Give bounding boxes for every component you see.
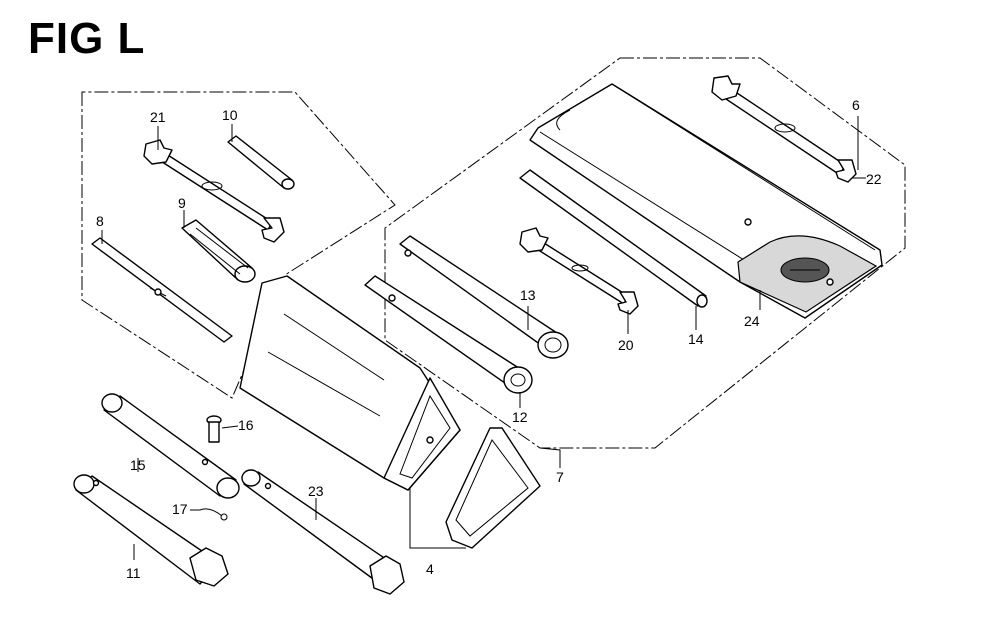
- callout-22: 22: [866, 171, 882, 187]
- callout-13: 13: [520, 287, 536, 303]
- leader-lines: [101, 116, 866, 560]
- plug-wrench-11: [73, 474, 229, 587]
- wrench-21: [143, 139, 285, 243]
- callout-11: 11: [126, 565, 141, 581]
- callout-16: 16: [238, 417, 254, 433]
- callout-20: 20: [618, 337, 634, 353]
- bolt-16: [206, 415, 222, 443]
- callout-7: 7: [556, 469, 564, 485]
- group-outline-hand-tools: [81, 91, 396, 399]
- screwdriver-bit-10: [227, 135, 295, 190]
- callout-4: 4: [426, 561, 434, 577]
- callout-15: 15: [130, 457, 146, 473]
- screwdriver-grip-9: [181, 219, 256, 283]
- tool-tray-cover: [445, 427, 541, 549]
- wrench-22: [711, 75, 857, 183]
- box-wrench-23: [241, 469, 405, 595]
- screwdriver-8: [91, 237, 233, 343]
- callouts: 6 22 24 14 20 13 12 7 21 10 9 8 16 15 23…: [96, 97, 882, 581]
- callout-21: 21: [150, 109, 166, 125]
- callout-23: 23: [308, 483, 324, 499]
- pin-17: [199, 508, 228, 521]
- callout-6: 6: [852, 97, 860, 113]
- bar-14: [519, 169, 708, 308]
- plug-wrench-15: [101, 393, 240, 499]
- callout-8: 8: [96, 213, 104, 229]
- tool-bag: [529, 83, 883, 319]
- callout-14: 14: [688, 331, 704, 347]
- callout-10: 10: [222, 107, 238, 123]
- figure-title: FIG L: [28, 14, 146, 63]
- callout-12: 12: [512, 409, 528, 425]
- callout-24: 24: [744, 313, 760, 329]
- box-wrench-12: [364, 275, 533, 394]
- callout-9: 9: [178, 195, 186, 211]
- wrench-20: [519, 227, 639, 315]
- group-outline-tool-bag: [384, 57, 906, 449]
- box-wrench-handle-13: [399, 235, 569, 359]
- tool-tray-4: [239, 275, 461, 491]
- callout-17: 17: [172, 501, 188, 517]
